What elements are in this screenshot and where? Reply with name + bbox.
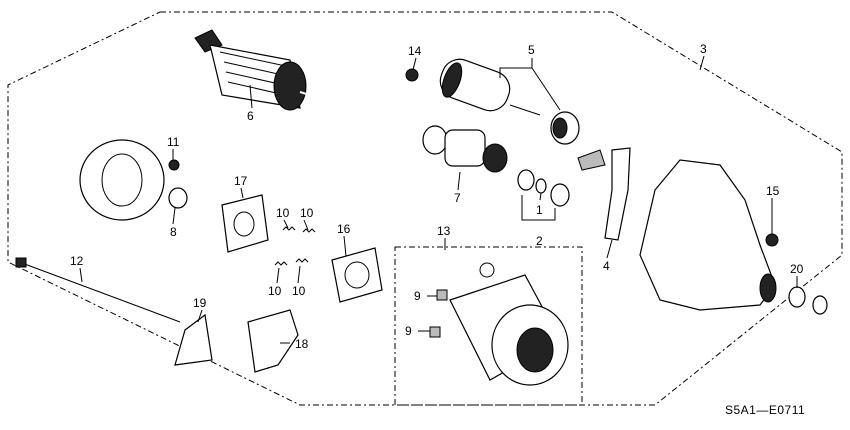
callout-15: 15 [766, 184, 780, 198]
callout-6: 6 [247, 109, 254, 123]
callout-2: 2 [536, 234, 543, 248]
callout-10b: 10 [300, 206, 314, 220]
callout-4: 4 [603, 259, 610, 273]
brush-holder-part-16 [331, 247, 383, 303]
callout-11: 11 [167, 135, 180, 149]
housing-part-3 [639, 159, 779, 311]
bracket-part-19 [174, 313, 213, 366]
callout-17: 17 [234, 174, 248, 188]
yoke-part-13 [429, 262, 569, 386]
bushing-part-20 [788, 286, 828, 315]
callout-16: 16 [337, 222, 351, 236]
clutch-part-7 [422, 125, 508, 173]
callout-labels: 1 2 3 4 5 6 7 8 9 9 10 10 10 10 11 12 13… [70, 42, 804, 351]
callout-19: 19 [193, 296, 207, 310]
callout-13: 13 [437, 224, 451, 238]
end-cover-part-8 [79, 139, 188, 221]
callout-8: 8 [170, 225, 177, 239]
stator-group-border [394, 246, 583, 406]
callout-10d: 10 [292, 284, 306, 298]
callout-7: 7 [454, 191, 461, 205]
callout-1: 1 [536, 203, 543, 217]
solenoid-part-5 [405, 58, 580, 145]
callout-9b: 9 [405, 324, 412, 338]
through-bolt-part-12 [15, 257, 181, 323]
springs-part-10 [274, 226, 316, 266]
callout-20: 20 [790, 262, 804, 276]
leader-lines [79, 55, 798, 344]
callout-12: 12 [70, 254, 84, 268]
rings-part-1-2 [517, 169, 570, 221]
armature-part-6 [194, 29, 416, 129]
callout-9a: 9 [414, 289, 421, 303]
callout-10a: 10 [276, 206, 290, 220]
callout-3: 3 [700, 42, 707, 56]
callout-10c: 10 [268, 284, 282, 298]
callout-5: 5 [528, 43, 535, 57]
brush-plate-part-17 [221, 194, 269, 253]
bracket-part-18 [247, 309, 299, 373]
callout-14: 14 [408, 44, 422, 58]
drawing-code: S5A1—E0711 [725, 403, 805, 417]
assembly-border [7, 11, 843, 406]
shift-lever-part-4 [577, 147, 631, 241]
callout-18: 18 [295, 337, 309, 351]
